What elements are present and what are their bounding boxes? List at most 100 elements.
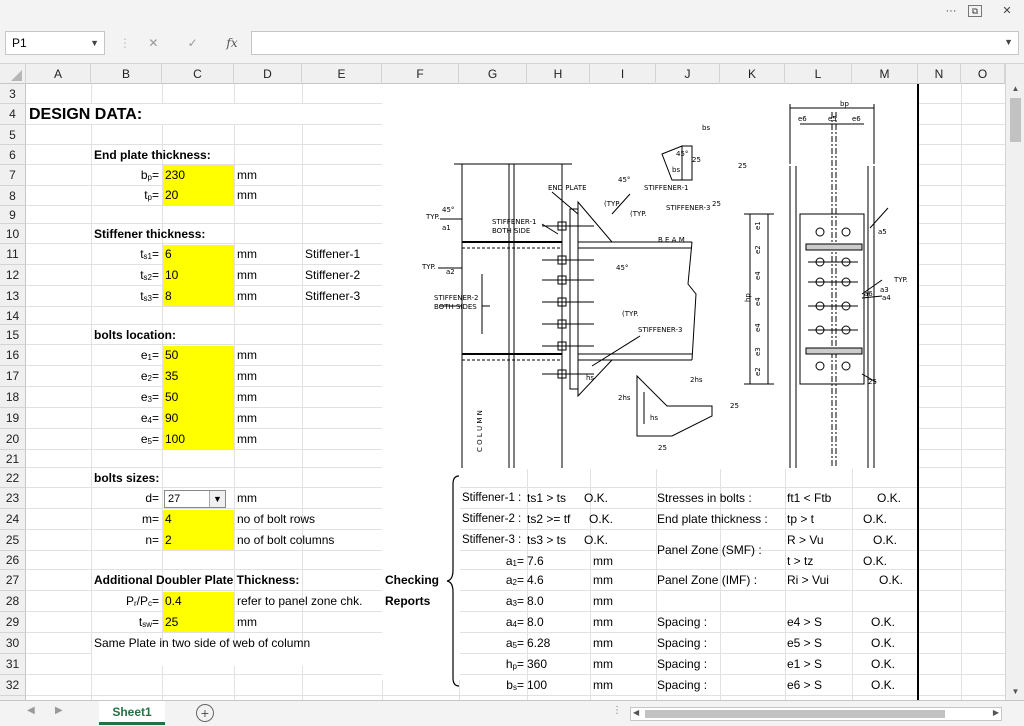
scroll-up-icon[interactable]: ▲ xyxy=(1011,84,1020,93)
row-header[interactable]: 25 xyxy=(0,530,26,551)
restore-icon[interactable]: ⧉ xyxy=(968,5,982,17)
row-header[interactable]: 33 xyxy=(0,696,26,700)
e2-value[interactable]: 35 xyxy=(165,369,179,383)
ts2-value[interactable]: 10 xyxy=(165,268,179,282)
vertical-scrollbar[interactable]: ▲ ▼ xyxy=(1005,64,1024,700)
vertical-scroll-thumb[interactable] xyxy=(1010,98,1021,142)
sheet-tab-sheet1[interactable]: Sheet1 xyxy=(99,701,165,725)
tsw-value[interactable]: 25 xyxy=(165,615,179,629)
row-header[interactable]: 15 xyxy=(0,325,26,345)
cell-area[interactable]: DESIGN DATA: End plate thickness: bp= 23… xyxy=(26,84,1005,700)
d-unit: mm xyxy=(237,491,257,505)
drawing-bs-label: bs xyxy=(702,124,710,132)
row-header[interactable]: 21 xyxy=(0,450,26,468)
row-header[interactable]: 18 xyxy=(0,387,26,408)
horizontal-scrollbar[interactable]: ◀ ▶ xyxy=(630,707,1002,721)
row-header[interactable]: 14 xyxy=(0,307,26,325)
select-all-icon[interactable] xyxy=(0,64,26,84)
add-sheet-icon[interactable]: + xyxy=(196,704,214,722)
col-header-i[interactable]: I xyxy=(590,64,656,84)
ts2-unit: mm xyxy=(237,268,257,282)
col-header-a[interactable]: A xyxy=(26,64,91,84)
scroll-down-icon[interactable]: ▼ xyxy=(1011,687,1020,696)
col-header-h[interactable]: H xyxy=(527,64,590,84)
drawing-25-e: 25 xyxy=(658,444,667,452)
next-sheet-icon[interactable]: ▶ xyxy=(55,705,63,716)
bp-value[interactable]: 230 xyxy=(165,168,186,182)
row-header[interactable]: 16 xyxy=(0,345,26,366)
e4-value[interactable]: 90 xyxy=(165,411,179,425)
col-header-c[interactable]: C xyxy=(162,64,234,84)
col-header-d[interactable]: D xyxy=(234,64,302,84)
fx-icon[interactable]: fx xyxy=(226,36,238,50)
row-header[interactable]: 23 xyxy=(0,488,26,509)
row-header[interactable]: 19 xyxy=(0,408,26,429)
bolt-size-select[interactable]: 27 ▼ xyxy=(164,490,226,508)
drawing-e4c-label: e4 xyxy=(754,323,762,332)
pr-value[interactable]: 0.4 xyxy=(165,594,182,608)
row-header[interactable]: 24 xyxy=(0,509,26,530)
col-header-j[interactable]: J xyxy=(656,64,720,84)
close-icon[interactable]: ✕ xyxy=(1002,5,1012,17)
row-header[interactable]: 11 xyxy=(0,244,26,265)
row-header[interactable]: 4 xyxy=(0,104,26,125)
row-header[interactable]: 20 xyxy=(0,429,26,450)
col-header-e[interactable]: E xyxy=(302,64,382,84)
col-header-k[interactable]: K xyxy=(720,64,785,84)
row-header[interactable]: 6 xyxy=(0,145,26,165)
ts1-value[interactable]: 6 xyxy=(165,247,172,261)
row-header[interactable]: 26 xyxy=(0,551,26,570)
col-header-n[interactable]: N xyxy=(918,64,961,84)
row-header[interactable]: 22 xyxy=(0,468,26,488)
row-header[interactable]: 27 xyxy=(0,570,26,591)
prev-sheet-icon[interactable]: ◀ xyxy=(27,705,35,716)
drawing-a3-label: a3 xyxy=(880,286,889,294)
more-options-icon[interactable]: ··· xyxy=(945,5,957,17)
row-header[interactable]: 9 xyxy=(0,206,26,224)
col-header-f[interactable]: F xyxy=(382,64,459,84)
row-header[interactable]: 8 xyxy=(0,186,26,206)
imf-result: O.K. xyxy=(879,573,904,587)
tp-value[interactable]: 20 xyxy=(165,188,179,202)
row-header[interactable]: 31 xyxy=(0,654,26,675)
col-header-o[interactable]: O xyxy=(961,64,1005,84)
e3-value[interactable]: 50 xyxy=(165,390,179,404)
drawing-25-d: 25 xyxy=(730,402,739,410)
ts3-value[interactable]: 8 xyxy=(165,289,172,303)
scroll-left-icon[interactable]: ◀ xyxy=(633,708,640,717)
cancel-icon[interactable]: ✕ xyxy=(148,36,159,50)
row-header[interactable]: 30 xyxy=(0,633,26,654)
row-header[interactable]: 17 xyxy=(0,366,26,387)
row-header[interactable]: 28 xyxy=(0,591,26,612)
col-header-g[interactable]: G xyxy=(459,64,527,84)
chevron-down-icon[interactable]: ▼ xyxy=(209,491,225,507)
tab-split-icon[interactable]: ⋮ xyxy=(612,705,622,716)
row-header[interactable]: 12 xyxy=(0,265,26,286)
e1-value[interactable]: 50 xyxy=(165,348,179,362)
col-header-b[interactable]: B xyxy=(91,64,162,84)
select-all-corner[interactable] xyxy=(0,64,26,84)
row-header[interactable]: 7 xyxy=(0,165,26,186)
col-header-l[interactable]: L xyxy=(785,64,852,84)
formula-input[interactable]: ▼ xyxy=(251,31,1019,55)
drawing-deg-2: 45° xyxy=(618,176,630,184)
row-header[interactable]: 13 xyxy=(0,286,26,307)
ts1-label: ts1= xyxy=(140,247,159,261)
expand-formula-icon[interactable]: ▼ xyxy=(1004,37,1013,47)
chevron-down-icon[interactable]: ▼ xyxy=(90,38,99,48)
scroll-right-icon[interactable]: ▶ xyxy=(992,708,999,717)
row-header[interactable]: 3 xyxy=(0,84,26,104)
col-header-m[interactable]: M xyxy=(852,64,918,84)
m-value[interactable]: 4 xyxy=(165,512,172,526)
row-header[interactable]: 5 xyxy=(0,125,26,145)
name-box[interactable]: P1 ▼ xyxy=(5,31,105,55)
e5-value[interactable]: 100 xyxy=(165,432,186,446)
row-header[interactable]: 32 xyxy=(0,675,26,696)
row-header[interactable]: 29 xyxy=(0,612,26,633)
a3-label: a3= xyxy=(505,594,524,608)
horizontal-scroll-thumb[interactable] xyxy=(645,710,945,718)
n-value[interactable]: 2 xyxy=(165,533,172,547)
a5-value: 6.28 xyxy=(527,636,551,650)
row-header[interactable]: 10 xyxy=(0,224,26,244)
enter-icon[interactable]: ✓ xyxy=(187,36,198,50)
